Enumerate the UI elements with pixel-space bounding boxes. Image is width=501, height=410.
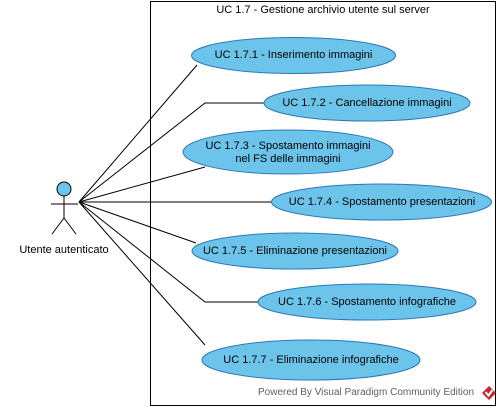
association-uc-1-7-2: [78, 102, 266, 203]
association-uc-1-7-6: [78, 201, 258, 303]
visual-paradigm-logo-icon: [482, 386, 496, 400]
use-case-label-2[interactable]: UC 1.7.2 - Cancellazione immagini: [282, 97, 452, 109]
use-case-label-1[interactable]: UC 1.7.1 - Inserimento immagini: [214, 49, 373, 61]
actor-head: [56, 181, 72, 197]
association-uc-1-7-1: [78, 64, 198, 203]
association-uc-1-7-7: [78, 201, 206, 346]
use-case-ellipses: [182, 37, 492, 381]
use-case-label-7[interactable]: UC 1.7.7 - Eliminazione infografiche: [223, 354, 399, 366]
use-case-ellipse-3[interactable]: [182, 129, 394, 175]
association-uc-1-7-3: [78, 166, 206, 203]
actor-name: Utente autenticato: [19, 244, 109, 256]
use-case-ellipse-4[interactable]: [271, 183, 492, 221]
use-case-label-4[interactable]: UC 1.7.4 - Spostamento presentazioni: [288, 196, 476, 208]
system-boundary: [150, 1, 496, 406]
use-case-ellipse-5[interactable]: [191, 232, 399, 270]
use-case-ellipse-1[interactable]: [191, 37, 396, 74]
use-case-label-5[interactable]: UC 1.7.5 - Eliminazione presentazioni: [202, 245, 388, 257]
use-case-label-6[interactable]: UC 1.7.6 - Spostamento infografiche: [278, 296, 456, 308]
use-case-ellipse-7[interactable]: [201, 339, 421, 381]
association-uc-1-7-5: [78, 201, 197, 244]
watermark-text: Powered By Visual Paradigm Community Edi…: [258, 387, 475, 398]
system-title: UC 1.7 - Gestione archivio utente sul se…: [216, 4, 430, 16]
use-case-ellipse-6[interactable]: [257, 283, 477, 321]
actor-figure: [51, 181, 78, 235]
use-case-label-3[interactable]: UC 1.7.3 - Spostamento immagini nel FS d…: [205, 139, 371, 165]
use-case-ellipse-2[interactable]: [263, 84, 471, 122]
associations: [78, 64, 271, 346]
